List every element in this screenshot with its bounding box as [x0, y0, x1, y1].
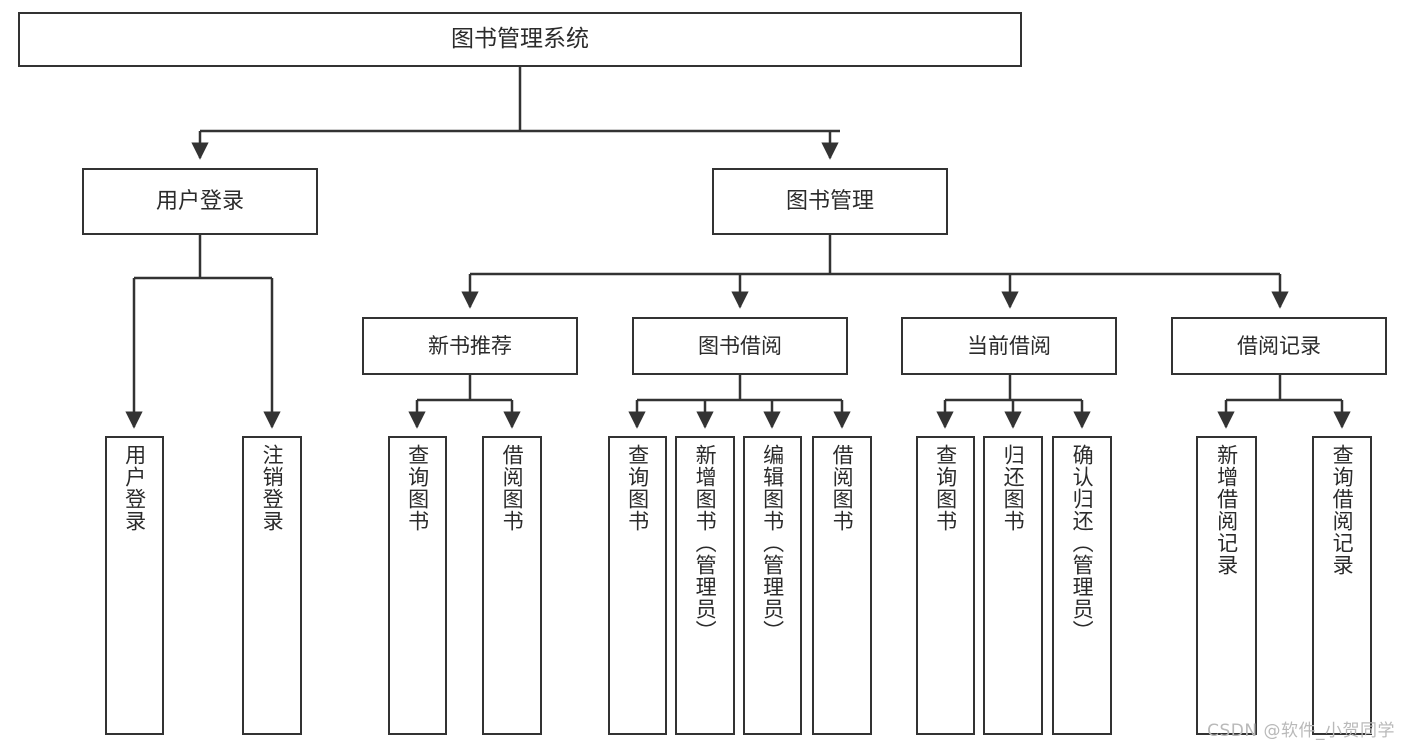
node-leaf-borrow-book-1-label: 借阅图书: [500, 444, 525, 532]
node-root[interactable]: 图书管理系统: [18, 12, 1022, 67]
node-leaf-edit-book-label: 编辑图书（管理员）: [760, 444, 785, 642]
node-leaf-add-record-label: 新增借阅记录: [1214, 444, 1239, 576]
node-user-login-label: 用户登录: [155, 188, 244, 214]
node-leaf-user-logout-label: 注销登录: [260, 444, 285, 532]
node-root-label: 图书管理系统: [451, 26, 589, 52]
node-leaf-query-book-3[interactable]: 查询图书: [916, 436, 975, 735]
node-leaf-confirm-return[interactable]: 确认归还（管理员）: [1052, 436, 1112, 735]
node-new-book-recommend-label: 新书推荐: [428, 333, 512, 358]
node-leaf-query-book-2[interactable]: 查询图书: [608, 436, 667, 735]
node-leaf-user-login[interactable]: 用户登录: [105, 436, 164, 735]
watermark: CSDN @软件_小贺同学: [1207, 721, 1395, 741]
node-book-manage-label: 图书管理: [785, 188, 874, 214]
node-leaf-query-book-3-label: 查询图书: [933, 444, 958, 532]
node-leaf-query-record[interactable]: 查询借阅记录: [1312, 436, 1372, 735]
node-leaf-query-book-1[interactable]: 查询图书: [388, 436, 447, 735]
node-book-manage[interactable]: 图书管理: [712, 168, 948, 235]
node-leaf-add-record[interactable]: 新增借阅记录: [1196, 436, 1257, 735]
node-leaf-borrow-book-1[interactable]: 借阅图书: [482, 436, 542, 735]
node-current-borrow[interactable]: 当前借阅: [901, 317, 1117, 375]
node-leaf-user-logout[interactable]: 注销登录: [242, 436, 302, 735]
node-leaf-confirm-return-label: 确认归还（管理员）: [1070, 444, 1095, 642]
node-current-borrow-label: 当前借阅: [967, 333, 1051, 358]
node-leaf-return-book[interactable]: 归还图书: [983, 436, 1043, 735]
node-leaf-edit-book[interactable]: 编辑图书（管理员）: [743, 436, 802, 735]
node-leaf-return-book-label: 归还图书: [1001, 444, 1026, 532]
node-leaf-user-login-label: 用户登录: [122, 444, 147, 532]
node-leaf-query-book-1-label: 查询图书: [405, 444, 430, 532]
node-user-login[interactable]: 用户登录: [82, 168, 318, 235]
node-leaf-borrow-book-2-label: 借阅图书: [830, 444, 855, 532]
node-borrow-record[interactable]: 借阅记录: [1171, 317, 1387, 375]
node-new-book-recommend[interactable]: 新书推荐: [362, 317, 578, 375]
node-book-borrow-label: 图书借阅: [698, 333, 782, 358]
node-leaf-borrow-book-2[interactable]: 借阅图书: [812, 436, 872, 735]
node-leaf-query-record-label: 查询借阅记录: [1330, 444, 1355, 576]
node-leaf-add-book-label: 新增图书（管理员）: [693, 444, 718, 642]
node-book-borrow[interactable]: 图书借阅: [632, 317, 848, 375]
node-borrow-record-label: 借阅记录: [1237, 333, 1321, 358]
node-leaf-add-book[interactable]: 新增图书（管理员）: [675, 436, 735, 735]
node-leaf-query-book-2-label: 查询图书: [625, 444, 650, 532]
